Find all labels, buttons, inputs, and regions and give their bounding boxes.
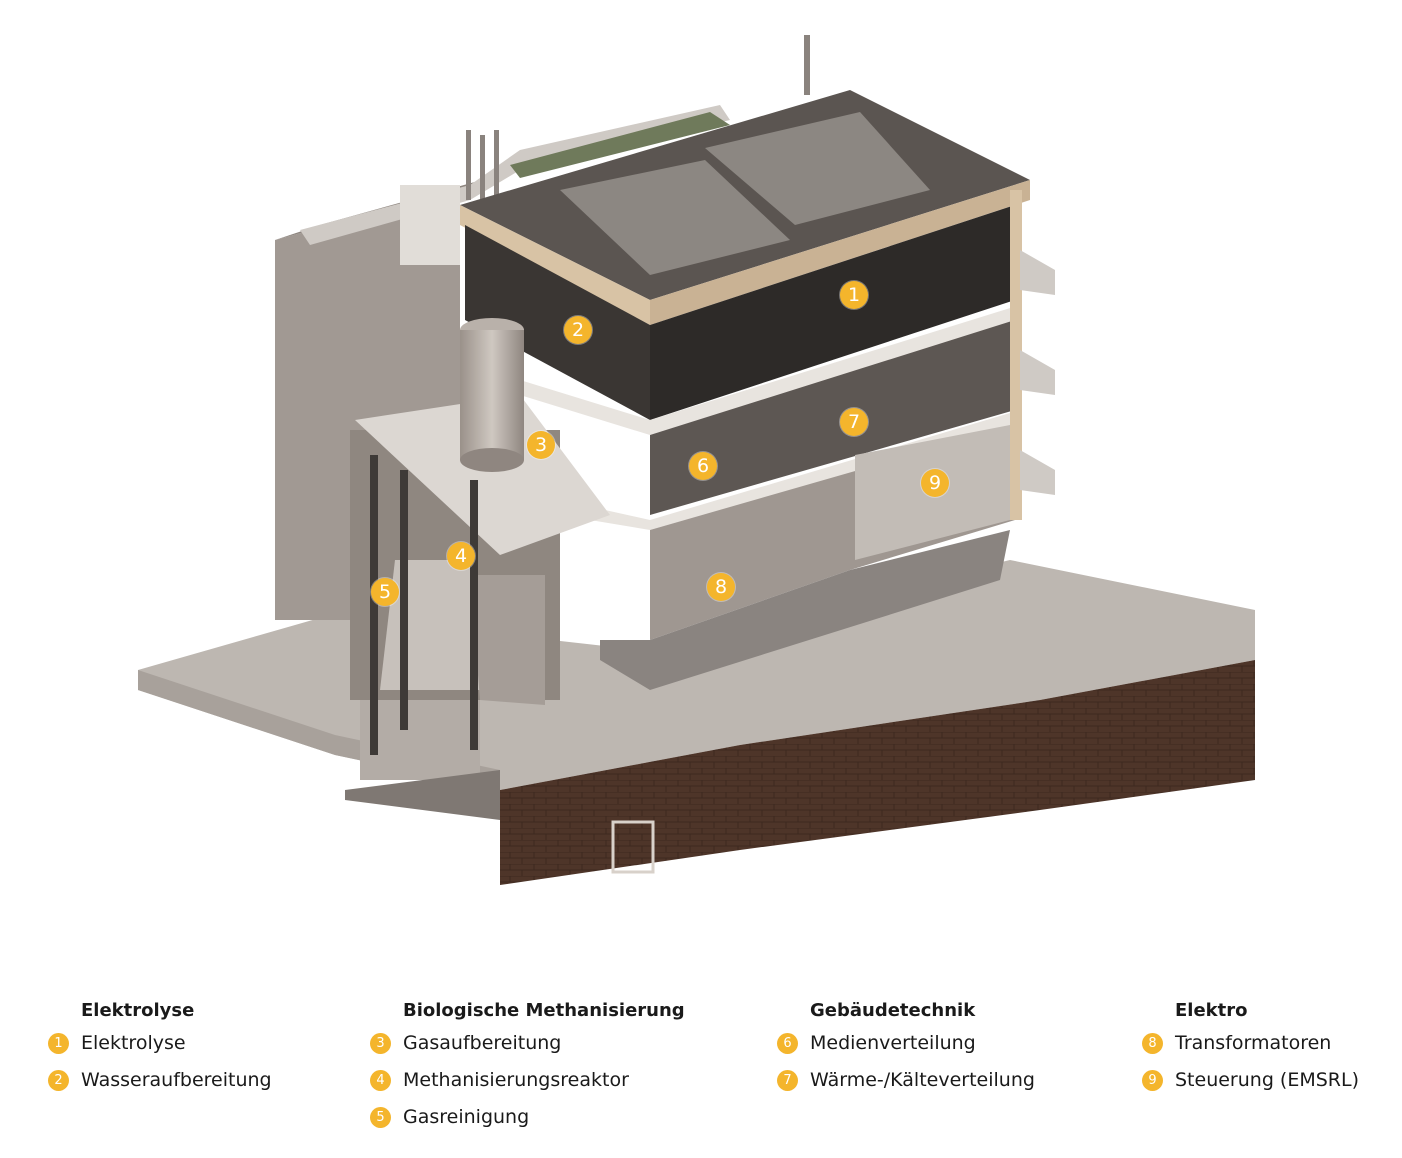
marker-9: 9 <box>921 469 949 497</box>
legend-heading: Gebäudetechnik <box>810 1000 976 1021</box>
legend-badge: 5 <box>370 1107 391 1128</box>
legend-heading: Biologische Methanisierung <box>403 1000 685 1021</box>
legend-label: Gasreinigung <box>403 1106 530 1128</box>
legend-label: Steuerung (EMSRL) <box>1175 1069 1359 1091</box>
legend-item: 1 Elektrolyse <box>48 1024 194 1061</box>
marker-8: 8 <box>707 573 735 601</box>
legend-item: 9 Steuerung (EMSRL) <box>1142 1061 1359 1098</box>
legend-label: Elektrolyse <box>81 1032 186 1054</box>
legend-heading: Elektrolyse <box>81 1000 195 1021</box>
legend-badge: 7 <box>777 1070 798 1091</box>
legend-item: 4 Methanisierungsreaktor <box>370 1061 685 1098</box>
legend-item: 3 Gasaufbereitung <box>370 1024 685 1061</box>
legend-badge: 9 <box>1142 1070 1163 1091</box>
legend-item: 2 Wasseraufbereitung <box>48 1061 272 1098</box>
legend-label: Wasseraufbereitung <box>81 1069 272 1091</box>
storage-tank <box>460 330 524 460</box>
legend-label: Methanisierungsreaktor <box>403 1069 629 1091</box>
legend-column-elektrolyse: Elektrolyse 1 Elektrolyse 2 Wasseraufber… <box>48 998 272 1098</box>
process-area <box>345 318 610 820</box>
legend-badge: 8 <box>1142 1033 1163 1054</box>
legend-label: Medienverteilung <box>810 1032 976 1054</box>
legend-badge: 1 <box>48 1033 69 1054</box>
plant-illustration <box>138 35 1255 885</box>
legend-item: 6 Medienverteilung <box>777 1024 976 1061</box>
legend-badge: 3 <box>370 1033 391 1054</box>
marker-2: 2 <box>564 316 592 344</box>
legend-badge: 6 <box>777 1033 798 1054</box>
legend-item: 5 Gasreinigung <box>370 1098 685 1135</box>
legend-badge: 4 <box>370 1070 391 1091</box>
legend-label: Gasaufbereitung <box>403 1032 562 1054</box>
foundation-door <box>611 820 655 874</box>
legend-column-gebaeudetechnik: Gebäudetechnik 6 Medienverteilung 7 Wärm… <box>777 998 1035 1098</box>
marker-5: 5 <box>371 578 399 606</box>
brick-foundation <box>500 660 1255 885</box>
marker-7: 7 <box>840 408 868 436</box>
legend-label: Wärme-/Kälteverteilung <box>810 1069 1035 1091</box>
main-building <box>460 90 1055 690</box>
legend-heading: Elektro <box>1175 1000 1248 1021</box>
legend-label: Transformatoren <box>1175 1032 1332 1054</box>
marker-3: 3 <box>527 431 555 459</box>
marker-6: 6 <box>689 452 717 480</box>
legend-column-methanisierung: Biologische Methanisierung 3 Gasaufberei… <box>370 998 685 1135</box>
legend-column-elektro: Elektro 8 Transformatoren 9 Steuerung (E… <box>1142 998 1359 1098</box>
marker-4: 4 <box>447 542 475 570</box>
legend-badge: 2 <box>48 1070 69 1091</box>
marker-1: 1 <box>840 281 868 309</box>
legend-item: 7 Wärme-/Kälteverteilung <box>777 1061 1035 1098</box>
legend-item: 8 Transformatoren <box>1142 1024 1331 1061</box>
